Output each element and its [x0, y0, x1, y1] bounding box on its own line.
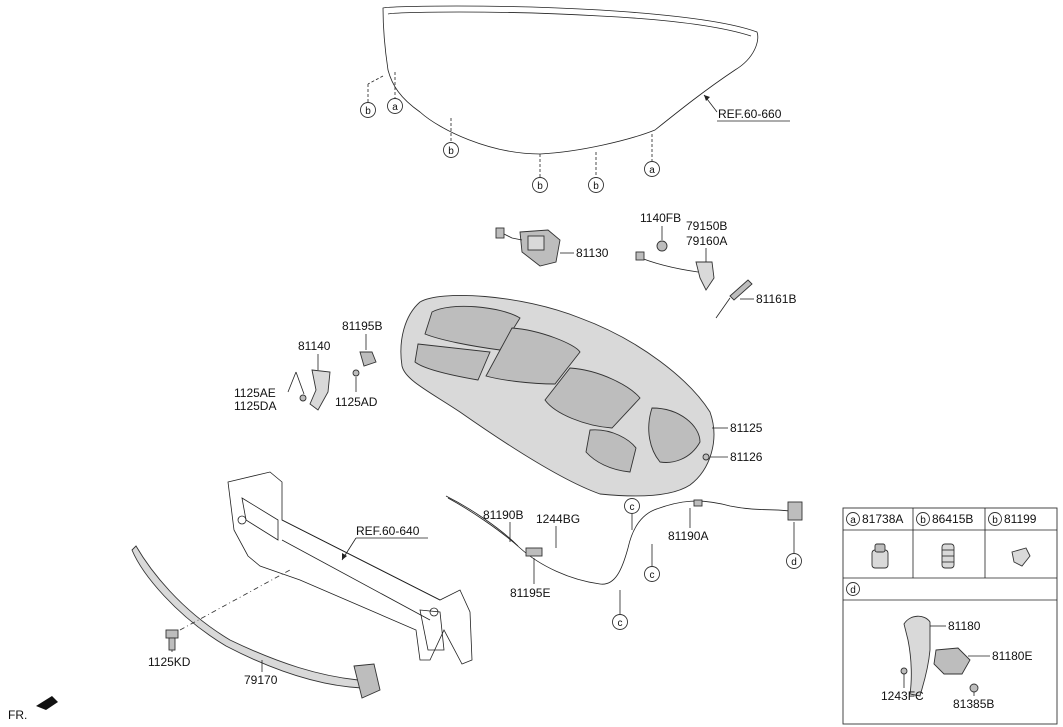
- hood-panel: [382, 5, 759, 155]
- label-1125AD: 1125AD: [335, 395, 378, 409]
- hood-latch-striker-81140: [309, 369, 331, 411]
- legend-part-86415B: [941, 543, 955, 569]
- svg-text:c: c: [650, 570, 655, 581]
- svg-text:c: c: [630, 502, 635, 513]
- ref-hood-arrow: [704, 95, 710, 101]
- svg-text:b: b: [365, 106, 371, 117]
- hood-insulator-pad: [400, 295, 715, 497]
- svg-text:b: b: [920, 515, 926, 526]
- label-81126: 81126: [730, 450, 763, 464]
- label-81385B: 81385B: [953, 697, 994, 711]
- legend-label-86415B: 86415B: [932, 512, 973, 526]
- legend-table: [842, 507, 1058, 725]
- label-79170: 79170: [244, 673, 278, 687]
- callout-b-2: b: [443, 142, 459, 158]
- legend-label-81738A: 81738A: [862, 512, 903, 526]
- legend-callout-a: a: [846, 512, 860, 526]
- callout-c-3: c: [612, 614, 628, 630]
- hood-lift-strut: [715, 279, 753, 319]
- bolt-1125AD: [352, 369, 360, 377]
- label-81190B: 81190B: [483, 508, 523, 522]
- ref-bumper-label: REF.60-640: [356, 524, 420, 538]
- label-1125KD: 1125KD: [148, 655, 191, 669]
- front-end-carrier: [227, 471, 473, 665]
- label-81190A: 81190A: [668, 529, 708, 543]
- front-marker-label: FR.: [8, 708, 27, 722]
- front-direction-arrow-icon: [36, 696, 58, 710]
- callout-b-3: b: [532, 177, 548, 193]
- label-81195B: 81195B: [342, 319, 382, 333]
- callout-c-2: c: [644, 566, 660, 582]
- label-81180E: 81180E: [992, 649, 1032, 663]
- label-1125AE: 1125AE: [234, 386, 276, 400]
- callout-b-1: b: [360, 102, 376, 118]
- ref-bumper-arrow: [342, 553, 347, 560]
- label-1244BG: 1244BG: [536, 512, 580, 526]
- legend-callout-d: d: [846, 582, 860, 596]
- svg-text:d: d: [791, 557, 797, 568]
- legend-part-81199: [1011, 547, 1031, 567]
- callout-c-1: c: [624, 498, 640, 514]
- callout-b-4: b: [588, 177, 604, 193]
- leader-1125AE-a: [287, 371, 297, 393]
- bolt-1125AE: [299, 394, 307, 402]
- hood-release-cable: [445, 495, 803, 585]
- callout-a-1: a: [387, 98, 403, 114]
- label-81125: 81125: [730, 421, 763, 435]
- svg-text:a: a: [392, 102, 398, 113]
- legend-callout-b-1: b: [916, 512, 930, 526]
- front-moulding-79170: [131, 545, 381, 699]
- legend-label-81199: 81199: [1004, 512, 1037, 526]
- label-81161B: 81161B: [756, 292, 796, 306]
- legend-part-81738A: [871, 543, 889, 569]
- label-81130: 81130: [576, 246, 609, 260]
- nut-81385B: [969, 683, 979, 693]
- svg-text:a: a: [649, 165, 655, 176]
- label-79160A: 79160A: [686, 234, 727, 248]
- hood-hinge-assembly: [635, 240, 715, 291]
- bolt-1243FC: [900, 667, 908, 675]
- hood-latch: [495, 227, 561, 267]
- ref-hood-label: REF.60-660: [718, 107, 782, 121]
- hood-callout-leaders: [367, 72, 653, 178]
- label-81140: 81140: [298, 339, 331, 353]
- clip-81126: [702, 453, 710, 461]
- label-81195E: 81195E: [510, 586, 550, 600]
- label-1243FC: 1243FC: [881, 689, 924, 703]
- svg-text:b: b: [448, 146, 454, 157]
- legend-callout-b-2: b: [988, 512, 1002, 526]
- moulding-centerline: [179, 569, 291, 631]
- svg-text:b: b: [593, 181, 599, 192]
- label-1125DA: 1125DA: [234, 399, 276, 413]
- callout-a-2: a: [644, 161, 660, 177]
- svg-text:b: b: [992, 515, 998, 526]
- screw-1125KD: [165, 629, 179, 651]
- bumper-stop-81195B: [359, 351, 377, 367]
- callout-d-1: d: [786, 553, 802, 569]
- leader-1125AE-b: [295, 371, 305, 395]
- label-79150B: 79150B: [686, 219, 727, 233]
- svg-text:c: c: [618, 618, 623, 629]
- svg-text:a: a: [850, 515, 856, 526]
- label-1140FB: 1140FB: [640, 211, 681, 225]
- label-81180: 81180: [948, 619, 981, 633]
- svg-text:d: d: [850, 585, 856, 596]
- svg-text:b: b: [537, 181, 543, 192]
- hood-release-handle-81180: [903, 615, 971, 697]
